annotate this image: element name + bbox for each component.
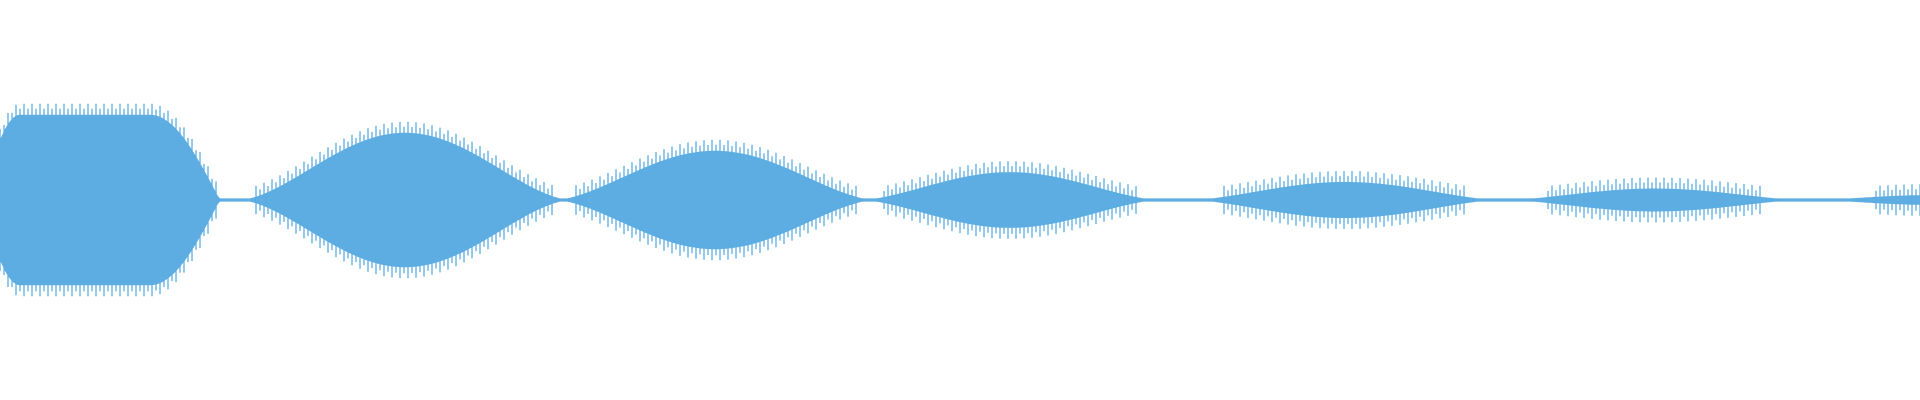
waveform-sample-spikes bbox=[0, 103, 1920, 297]
waveform-edge-spikes bbox=[0, 103, 1920, 297]
